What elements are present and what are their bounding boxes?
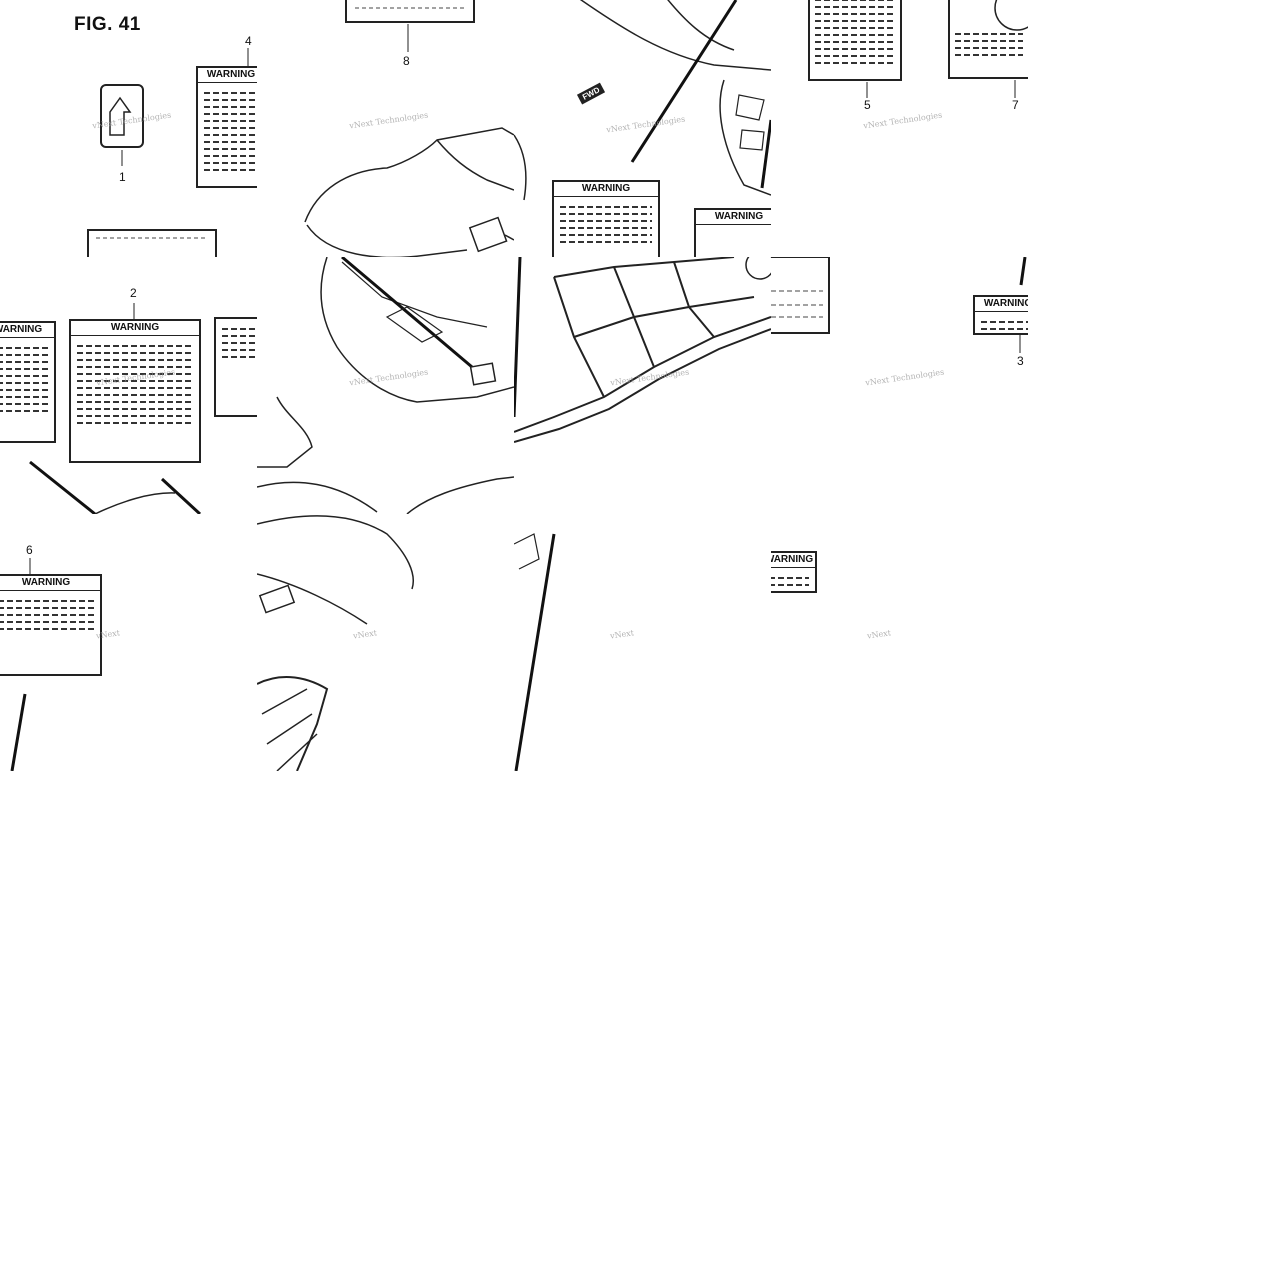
decal-rear-warning: WARNING [771, 551, 817, 593]
decal-left-partial: WARNING [0, 321, 56, 443]
decal-right-warning: WARNING [694, 208, 771, 257]
decal-6-header: WARNING [0, 576, 100, 591]
tile-r2-c3: WARNING vNext [771, 514, 1028, 771]
callout-5: 5 [864, 98, 871, 112]
tile-r2-c2: vNext [514, 514, 771, 771]
decal-1-outline [87, 48, 249, 257]
tile-r0-c2: FWD WARNING WARNING vNext Technologies [514, 0, 771, 257]
decal-2-warning: WARNING [69, 319, 201, 463]
decal-2-header: WARNING [71, 321, 199, 336]
tile-r0-c0: FIG. 41 1 4 WARNING vNext Technologies [0, 0, 257, 257]
decal-5 [809, 0, 901, 80]
tile-r1-c0: 2 WARNING WARNING vNext Technologies [0, 257, 257, 514]
decal-3-outline [771, 257, 1027, 353]
figure-title: FIG. 41 [74, 14, 141, 35]
leader-line-rear [514, 533, 556, 771]
decal-7 [949, 24, 1028, 78]
decal-3-header: WARNING [975, 297, 1028, 312]
frame-outline [514, 257, 771, 443]
leader-lines-left [29, 303, 202, 514]
watermark: vNext [866, 628, 892, 641]
callout-6: 6 [26, 543, 33, 557]
fender-body-outline [257, 257, 514, 514]
decal-3-warning: WARNING [973, 295, 1028, 335]
tile-r1-c3: WARNING 3 vNext Technologies [771, 257, 1028, 514]
decals-5-7-outline [808, 0, 1028, 98]
decal-partial-right [214, 317, 257, 417]
callout-8: 8 [403, 54, 410, 68]
callout-3: 3 [1017, 354, 1024, 368]
tile-r0-c1: 8 vNext Technologies [257, 0, 514, 257]
leader-line-6 [10, 558, 31, 771]
callout-7: 7 [1012, 98, 1019, 112]
rear-fender-outline [257, 515, 414, 771]
decal-left-header: WARNING [0, 323, 54, 338]
tile-r1-c2: vNext Technologies [514, 257, 771, 514]
callout-4: 4 [245, 34, 252, 48]
decal-center-header: WARNING [554, 182, 658, 197]
decal-4-warning: WARNING [196, 66, 257, 188]
callout-2: 2 [130, 286, 137, 300]
tile-r2-c1: vNext [257, 514, 514, 771]
tile-r2-c0: 6 WARNING vNext [0, 514, 257, 771]
fender-outline-top [304, 0, 514, 257]
fender-outline-right [514, 0, 771, 201]
decal-center-warning: WARNING [552, 180, 660, 257]
tile-r0-c3: 5 7 vNext Technologies [771, 0, 1028, 257]
callout-1: 1 [119, 170, 126, 184]
tile-r1-c1: vNext Technologies [257, 257, 514, 514]
decal-right-header: WARNING [696, 210, 771, 225]
decal-rear-header: WARNING [771, 553, 815, 568]
decal-6-warning: WARNING [0, 574, 102, 676]
decal-4-header: WARNING [198, 68, 257, 83]
